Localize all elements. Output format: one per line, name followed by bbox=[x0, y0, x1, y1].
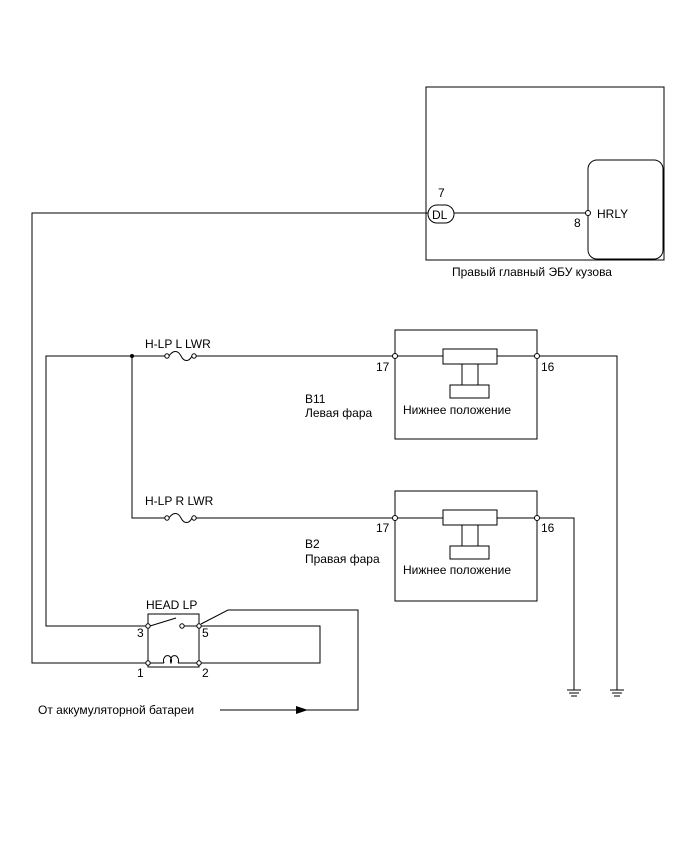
head-lp-relay: HEAD LP 3 5 1 2 bbox=[137, 598, 209, 680]
feed-wire bbox=[45, 355, 165, 627]
relay-switch-arm bbox=[149, 617, 177, 627]
right-headlight-pin-in: 17 bbox=[376, 521, 390, 535]
left-headlight-name: Левая фара bbox=[305, 406, 373, 420]
ecu-dl-pin: 7 bbox=[438, 186, 445, 200]
relay-coil bbox=[163, 655, 179, 665]
relay-pin-1: 1 bbox=[137, 666, 144, 680]
ecu-hrly-label: HRLY bbox=[597, 207, 628, 221]
ground-symbol-left bbox=[610, 689, 624, 697]
battery-wire bbox=[200, 609, 359, 711]
left-motor-label: Нижнее положение bbox=[403, 403, 511, 417]
relay-box bbox=[147, 613, 200, 668]
left-headlight: B11 Левая фара 17 16 Нижнее положение bbox=[305, 329, 555, 440]
right-headlight-connector: B2 bbox=[305, 537, 320, 551]
left-headlight-pin-out: 16 bbox=[541, 360, 555, 374]
relay-pin-3: 3 bbox=[137, 626, 144, 640]
left-headlight-connector: B11 bbox=[305, 392, 326, 406]
relay-label: HEAD LP bbox=[146, 598, 197, 612]
branch-wire bbox=[131, 356, 165, 519]
dl-wire bbox=[31, 212, 428, 664]
hrly-module bbox=[587, 159, 664, 260]
right-headlight-name: Правая фара bbox=[305, 552, 380, 566]
ecu-block: Правый главный ЭБУ кузова 7 DL 8 HRLY bbox=[425, 86, 665, 279]
right-motor-bottom bbox=[449, 545, 490, 560]
right-motor-top bbox=[442, 509, 498, 526]
right-ground-wire bbox=[539, 517, 575, 690]
right-headlight-box bbox=[394, 490, 538, 602]
left-headlight-box bbox=[394, 329, 538, 440]
ecu-box bbox=[425, 86, 665, 261]
left-motor-bottom bbox=[449, 384, 490, 399]
right-motor-label: Нижнее положение bbox=[403, 563, 511, 577]
relay-pin-2: 2 bbox=[202, 666, 209, 680]
ecu-hrly-pin: 8 bbox=[574, 216, 581, 230]
left-motor-top bbox=[442, 348, 498, 365]
relay-loop-wire bbox=[201, 625, 321, 664]
battery-arrow bbox=[296, 706, 308, 714]
ecu-caption: Правый главный ЭБУ кузова bbox=[452, 265, 612, 279]
fuse-right-label: H-LP R LWR bbox=[145, 494, 214, 508]
ecu-dl-terminal bbox=[427, 204, 455, 224]
left-headlight-pin-in: 17 bbox=[376, 360, 390, 374]
relay-pin-5: 5 bbox=[202, 626, 209, 640]
fuse-left-label: H-LP L LWR bbox=[145, 337, 211, 351]
ecu-dl-label: DL bbox=[432, 208, 448, 222]
right-headlight-pin-out: 16 bbox=[541, 521, 555, 535]
battery-label: От аккумуляторной батареи bbox=[38, 703, 194, 717]
fuse-right: H-LP R LWR bbox=[145, 494, 214, 523]
ecu-hrly-node bbox=[585, 210, 591, 216]
ground-symbol-right bbox=[567, 689, 581, 697]
right-headlight: B2 Правая фара 17 16 Нижнее положение bbox=[305, 490, 555, 602]
fuse-left: H-LP L LWR bbox=[145, 337, 211, 361]
left-ground-wire bbox=[539, 355, 618, 690]
